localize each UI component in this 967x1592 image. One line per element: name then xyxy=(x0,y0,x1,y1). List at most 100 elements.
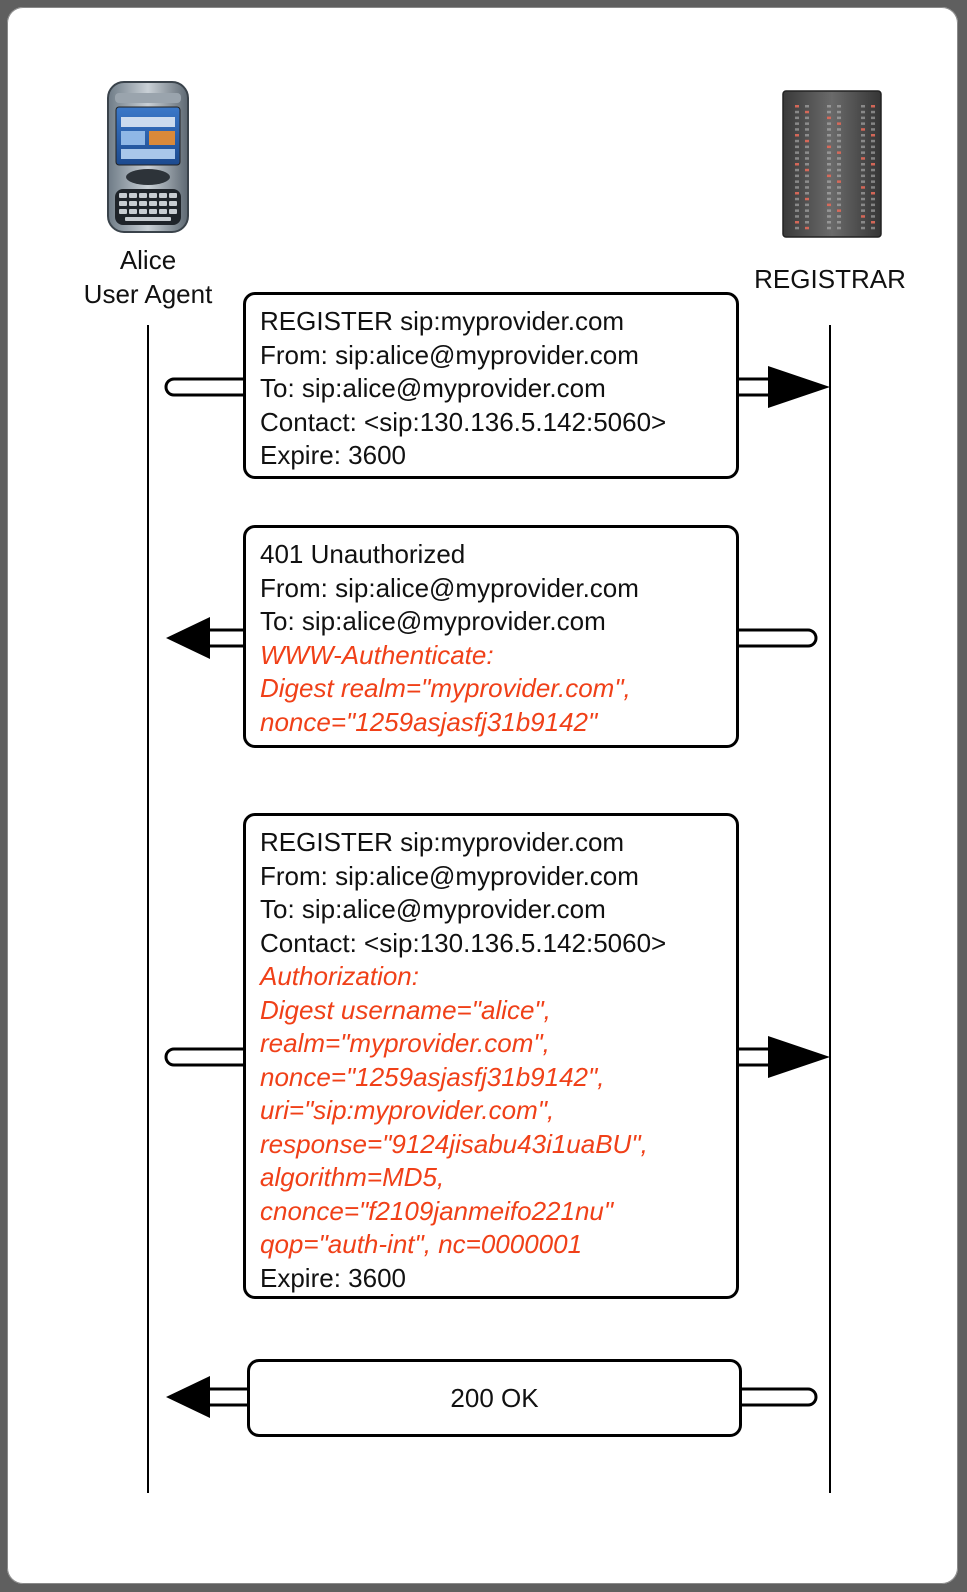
server-led xyxy=(827,139,831,143)
server-led xyxy=(837,105,841,108)
server-led xyxy=(805,192,809,195)
message-line: To: sip:alice@myprovider.com xyxy=(260,894,606,924)
server-led xyxy=(837,215,841,218)
server-led xyxy=(837,168,841,172)
server-led xyxy=(795,221,799,224)
participant-alice-name: Alice xyxy=(119,245,177,275)
server-led xyxy=(827,105,831,108)
server-led xyxy=(861,168,865,172)
server-led xyxy=(805,134,809,137)
auth-header-line: nonce="1259asjasfj31b9142", xyxy=(260,1061,605,1092)
server-led xyxy=(871,168,875,172)
server-led xyxy=(861,226,865,230)
message-line: From: sip:alice@myprovider.com xyxy=(260,572,639,603)
server-led xyxy=(805,163,809,166)
server-led xyxy=(795,192,799,195)
server-led xyxy=(837,145,841,149)
server-led xyxy=(795,168,799,172)
server-led xyxy=(871,174,875,178)
server-led xyxy=(827,209,831,212)
server-led xyxy=(795,139,799,143)
server-led xyxy=(827,168,831,172)
server-led xyxy=(805,226,809,230)
auth-header-line: qop="auth-int", nc=0000001 xyxy=(260,1229,583,1259)
server-led xyxy=(805,151,809,154)
server-led xyxy=(837,116,841,120)
server-led xyxy=(795,145,799,149)
server-led xyxy=(795,163,799,166)
server-led xyxy=(837,157,841,160)
server-led xyxy=(827,215,831,218)
server-led xyxy=(837,128,841,131)
server-led xyxy=(805,122,809,125)
server-led xyxy=(827,134,831,137)
server-led xyxy=(805,116,809,120)
server-led xyxy=(861,116,865,120)
server-led xyxy=(795,209,799,212)
server-led xyxy=(827,203,831,207)
server-led xyxy=(861,180,865,183)
server-led xyxy=(861,128,865,131)
server-led xyxy=(837,122,841,125)
message-line: Expire: 3600 xyxy=(260,440,406,470)
message-line: REGISTER sip:myprovider.com xyxy=(260,827,625,857)
server-icon xyxy=(782,90,882,238)
participant-alice-label: Alice User Agent xyxy=(73,243,223,311)
server-led xyxy=(805,139,809,143)
server-led xyxy=(827,174,831,178)
server-led xyxy=(795,203,799,207)
server-led xyxy=(805,209,809,212)
server-led xyxy=(871,145,875,149)
server-led xyxy=(805,157,809,160)
message-line: To: sip:alice@myprovider.com xyxy=(260,373,606,403)
server-led xyxy=(805,203,809,207)
server-led xyxy=(861,110,865,114)
server-led xyxy=(871,110,875,114)
server-led xyxy=(795,128,799,131)
server-led xyxy=(827,226,831,230)
server-led xyxy=(805,110,809,114)
server-led xyxy=(795,134,799,137)
server-led xyxy=(837,209,841,212)
server-led xyxy=(871,163,875,166)
server-led xyxy=(827,151,831,154)
server-led xyxy=(861,134,865,137)
server-led xyxy=(827,180,831,183)
server-led xyxy=(871,209,875,212)
message-line: 401 Unauthorized xyxy=(260,539,466,569)
server-led xyxy=(861,151,865,154)
smartphone-icon xyxy=(107,81,189,233)
server-led xyxy=(861,209,865,212)
server-led xyxy=(861,203,865,207)
server-led xyxy=(795,116,799,120)
auth-header-line: realm="myprovider.com", xyxy=(260,1028,550,1058)
server-led xyxy=(827,157,831,160)
server-led xyxy=(861,145,865,149)
auth-header-line: cnonce="f2109janmeifo221nu" xyxy=(260,1195,614,1226)
arrow-head xyxy=(768,366,830,408)
participant-alice-role: User Agent xyxy=(83,279,213,309)
server-led xyxy=(795,174,799,178)
server-led xyxy=(861,157,865,160)
server-led xyxy=(837,174,841,178)
server-led xyxy=(805,186,809,189)
server-led xyxy=(871,122,875,125)
server-led xyxy=(861,163,865,166)
server-led xyxy=(795,226,799,230)
server-led xyxy=(827,163,831,166)
server-led xyxy=(837,203,841,207)
server-led xyxy=(805,180,809,183)
server-led xyxy=(805,215,809,218)
server-led xyxy=(871,197,875,201)
server-led xyxy=(795,157,799,160)
participant-registrar-name: REGISTRAR xyxy=(754,264,906,294)
server-led xyxy=(861,105,865,108)
message-line: Contact: <sip:130.136.5.142:5060> xyxy=(260,927,667,958)
server-led xyxy=(827,128,831,131)
auth-header-line: Digest username="alice", xyxy=(260,994,551,1025)
message-line: From: sip:alice@myprovider.com xyxy=(260,860,639,891)
server-led xyxy=(827,192,831,195)
server-led xyxy=(805,174,809,178)
server-led xyxy=(805,221,809,224)
